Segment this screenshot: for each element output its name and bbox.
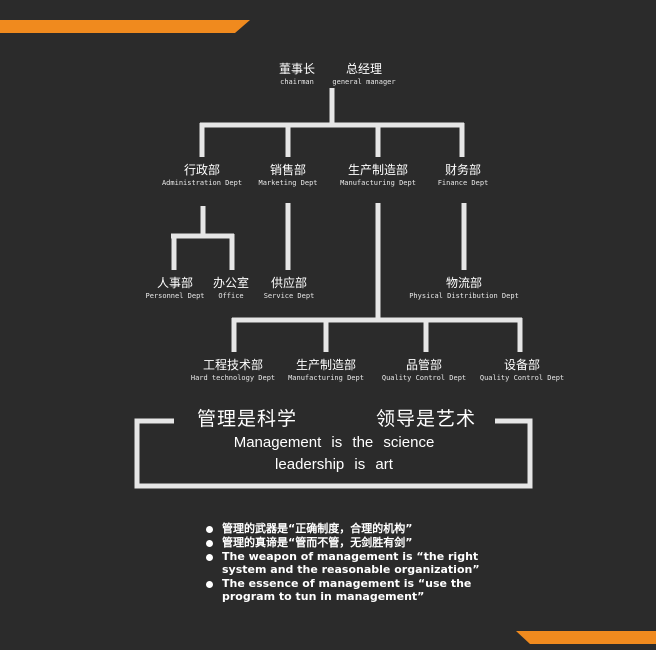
admin-dept-node: 行政部 Administration Dept xyxy=(162,163,242,188)
marketing-dept-cn: 销售部 xyxy=(269,163,307,177)
logistics-dept-node: 物流部 Physical Distribution Dept xyxy=(409,276,519,301)
logistics-dept-cn: 物流部 xyxy=(445,276,483,290)
finance-dept-node: 财务部 Finance Dept xyxy=(438,163,489,188)
bullet-text-line1: The weapon of management is “the right xyxy=(222,550,479,563)
service-dept-node: 供应部 Service Dept xyxy=(264,276,315,301)
admin-dept-en: Administration Dept xyxy=(161,179,243,187)
banner-cn-right: 领导是艺术 xyxy=(376,408,477,430)
equipment-dept-cn: 设备部 xyxy=(503,358,541,372)
bullet-text-line2: program to tun in management” xyxy=(222,590,425,603)
quality-control-dept-en: Quality Control Dept xyxy=(381,374,467,382)
personnel-dept-cn: 人事部 xyxy=(156,276,194,290)
bullet-text: 管理的真谛是“管而不管，无剑胜有剑” xyxy=(222,536,413,549)
banner-en-line2: leadership is art xyxy=(275,456,393,473)
chairman-node: 董事长 chairman xyxy=(279,62,315,87)
marketing-dept-en: Marketing Dept xyxy=(258,179,318,187)
banner-cn-left: 管理是科学 xyxy=(197,408,298,430)
quality-control-dept-cn: 品管部 xyxy=(405,358,443,372)
manufacturing-sub-dept-node: 生产制造部 Manufacturing Dept xyxy=(288,358,364,383)
service-dept-cn: 供应部 xyxy=(270,276,308,290)
manufacturing-sub-dept-cn: 生产制造部 xyxy=(295,358,357,372)
bullet-item: 管理的真谛是“管而不管，无剑胜有剑” xyxy=(206,536,506,549)
personnel-dept-node: 人事部 Personnel Dept xyxy=(145,276,204,301)
bullet-item: 管理的武器是“正确制度，合理的机构” xyxy=(206,522,506,535)
finance-dept-en: Finance Dept xyxy=(437,179,489,187)
marketing-dept-node: 销售部 Marketing Dept xyxy=(258,163,317,188)
chairman-en: chairman xyxy=(280,78,314,86)
bullet-dot-icon xyxy=(206,540,213,547)
office-node: 办公室 Office xyxy=(213,276,249,301)
accent-stripe-top xyxy=(0,20,250,33)
bullet-text: 管理的武器是“正确制度，合理的机构” xyxy=(222,522,413,535)
bullet-list: 管理的武器是“正确制度，合理的机构” 管理的真谛是“管而不管，无剑胜有剑” Th… xyxy=(206,522,506,604)
admin-dept-cn: 行政部 xyxy=(183,163,221,177)
service-dept-en: Service Dept xyxy=(263,292,315,300)
manufacturing-dept-cn: 生产制造部 xyxy=(347,163,409,177)
logistics-dept-en: Physical Distribution Dept xyxy=(409,292,519,300)
banner-en-line1: Management is the science xyxy=(233,434,435,451)
manufacturing-dept-en: Manufacturing Dept xyxy=(340,179,416,187)
bullet-dot-icon xyxy=(206,526,213,533)
bullet-dot-icon xyxy=(206,581,213,588)
hard-technology-dept-en: Hard technology Dept xyxy=(190,374,276,382)
quality-control-dept-node: 品管部 Quality Control Dept xyxy=(382,358,466,383)
manufacturing-sub-dept-en: Manufacturing Dept xyxy=(288,374,364,382)
equipment-dept-node: 设备部 Quality Control Dept xyxy=(480,358,564,383)
bullet-text-line1: The essence of management is “use the xyxy=(222,577,472,590)
finance-dept-cn: 财务部 xyxy=(444,163,482,177)
personnel-dept-en: Personnel Dept xyxy=(145,292,205,300)
general-manager-en: general manager xyxy=(332,78,396,86)
hard-technology-dept-cn: 工程技术部 xyxy=(202,358,264,372)
equipment-dept-en: Quality Control Dept xyxy=(479,374,565,382)
office-cn: 办公室 xyxy=(212,276,250,290)
hard-technology-dept-node: 工程技术部 Hard technology Dept xyxy=(191,358,275,383)
bullet-dot-icon xyxy=(206,554,213,561)
manufacturing-dept-node: 生产制造部 Manufacturing Dept xyxy=(340,163,416,188)
accent-stripe-bottom xyxy=(516,631,656,644)
general-manager-cn: 总经理 xyxy=(345,62,382,76)
bullet-text-line2: system and the reasonable organization” xyxy=(222,563,480,576)
general-manager-node: 总经理 general manager xyxy=(332,62,395,87)
bullet-item: The weapon of management is “the right s… xyxy=(206,550,506,576)
bullet-item: The essence of management is “use the pr… xyxy=(206,577,506,603)
office-en: Office xyxy=(218,292,244,300)
chairman-cn: 董事长 xyxy=(278,62,316,76)
